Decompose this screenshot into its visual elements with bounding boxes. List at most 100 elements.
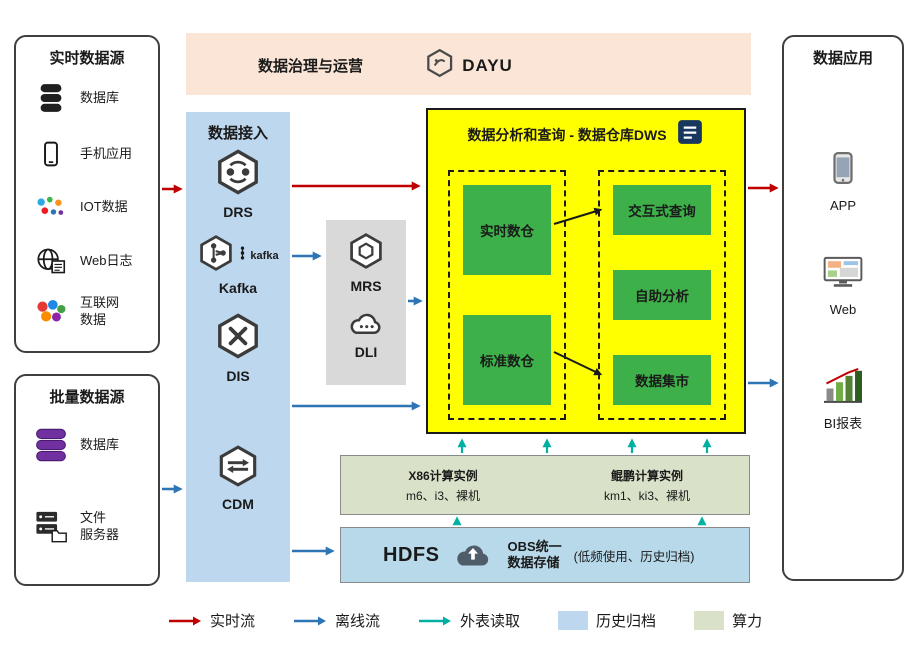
dws-title-row: 数据分析和查询 - 数据仓库DWS: [428, 117, 744, 152]
file-server-icon: [32, 510, 70, 543]
service-label: CDM: [222, 496, 254, 512]
dws-title: 数据分析和查询 - 数据仓库DWS: [467, 126, 667, 143]
obs-storage-label: OBS统一 数据存储: [507, 538, 562, 570]
list-item: 数据库: [32, 428, 119, 462]
bi-report-icon: [821, 367, 865, 410]
legend-label: 外表读取: [460, 613, 521, 630]
legend-item-external-read: 外表读取: [418, 610, 520, 631]
list-item: 互联网 数据: [32, 295, 119, 329]
legend-label: 实时流: [210, 613, 256, 630]
realtime-sources-panel: 实时数据源 数据库 手机应用 IOT数据 Web日志: [14, 35, 160, 353]
applications-title: 数据应用: [812, 50, 873, 67]
legend-label: 离线流: [335, 613, 381, 630]
obs-storage-note: (低频使用、历史归档): [573, 549, 695, 564]
service-kafka: kafka Kafka: [186, 234, 290, 296]
archive-swatch: [558, 611, 589, 630]
list-item: Web日志: [32, 247, 133, 275]
kafka-wordmark-text: kafka: [250, 249, 279, 262]
applications-panel: 数据应用 APP Web BI报表: [782, 35, 904, 581]
offline-flow-arrow-icon: [294, 616, 327, 625]
iot-icon: [32, 194, 70, 220]
item-label: 数据库: [80, 436, 120, 452]
compute-panel: X86计算实例 m6、i3、裸机 鲲鹏计算实例 km1、ki3、裸机: [340, 455, 750, 515]
analytics-group: 交互式查询 自助分析 数据集市: [598, 170, 726, 420]
compute-power-swatch: [694, 611, 725, 630]
service-drs: DRS: [186, 148, 290, 220]
item-label: 文件 服务器: [80, 510, 120, 542]
storage-panel: HDFS OBS统一 数据存储 (低频使用、历史归档): [340, 527, 750, 583]
warehouse-group: 实时数仓 标准数仓: [448, 170, 566, 420]
database-purple-icon: [32, 428, 70, 462]
dayu-logo: DAYU: [424, 48, 513, 83]
legend-item-realtime-flow: 实时流: [168, 610, 255, 631]
service-dli: DLI: [326, 308, 406, 360]
database-icon: [32, 83, 70, 113]
kunpeng-compute-group: 鲲鹏计算实例 km1、ki3、裸机: [545, 456, 749, 514]
governance-banner: 数据治理与运营 DAYU: [186, 33, 751, 95]
item-label: 数据库: [80, 89, 120, 105]
list-item: APP: [784, 149, 902, 215]
cdm-hexagon-icon: [216, 444, 260, 493]
dws-panel: 数据分析和查询 - 数据仓库DWS 实时数仓 标准数仓 交互式查询 自助分析 数…: [426, 108, 746, 434]
dayu-logo-text: DAYU: [462, 55, 513, 75]
list-item: Web: [784, 255, 902, 319]
app-phone-icon: [826, 149, 860, 192]
dis-hexagon-icon: [214, 312, 262, 365]
kunpeng-compute-title: 鲲鹏计算实例: [610, 468, 683, 483]
realtime-sources-title: 实时数据源: [49, 50, 125, 67]
ingestion-panel: 数据接入 DRS kafka Kafka DIS: [186, 112, 290, 582]
service-dis: DIS: [186, 312, 290, 384]
service-label: DIS: [226, 368, 250, 384]
service-label: MRS: [350, 278, 382, 294]
item-label: APP: [829, 198, 856, 213]
external-read-arrow-icon: [419, 616, 452, 625]
service-label: DLI: [354, 344, 378, 360]
item-label: BI报表: [823, 416, 863, 431]
list-item: IOT数据: [32, 194, 128, 220]
legend-label: 算力: [732, 613, 763, 630]
governance-title: 数据治理与运营: [258, 58, 364, 75]
hdfs-label: HDFS: [383, 543, 440, 566]
internet-data-icon: [32, 298, 70, 325]
x86-compute-group: X86计算实例 m6、i3、裸机: [341, 456, 545, 514]
web-log-icon: [32, 247, 70, 275]
ingestion-title: 数据接入: [207, 125, 268, 142]
processing-panel: MRS DLI: [326, 220, 406, 385]
item-label: IOT数据: [80, 198, 128, 214]
service-label: DRS: [223, 204, 253, 220]
batch-sources-title: 批量数据源: [49, 389, 125, 406]
item-label: Web: [829, 302, 857, 317]
obs-cloud-icon: [451, 538, 495, 573]
realtime-flow-arrow-icon: [169, 616, 201, 625]
kunpeng-compute-spec: km1、ki3、裸机: [603, 488, 690, 503]
item-label: Web日志: [80, 252, 133, 268]
kafka-hexagon-icon: [197, 234, 235, 277]
drs-hexagon-icon: [214, 148, 262, 201]
batch-sources-panel: 批量数据源 数据库 文件 服务器: [14, 374, 160, 586]
legend-item-compute-power: 算力: [694, 610, 762, 631]
list-item: 手机应用: [32, 140, 132, 168]
service-mrs: MRS: [326, 232, 406, 294]
service-label: Kafka: [218, 280, 258, 296]
legend-item-offline-flow: 离线流: [293, 610, 380, 631]
service-cdm: CDM: [186, 444, 290, 512]
item-label: 互联网 数据: [80, 295, 120, 327]
realtime-warehouse-box: 实时数仓: [463, 185, 551, 275]
mobile-phone-icon: [32, 140, 70, 168]
mrs-hexagon-icon: [347, 232, 385, 275]
legend-label: 历史归档: [596, 613, 657, 630]
legend: 实时流 离线流 外表读取 历史归档 算力: [168, 610, 762, 631]
list-item: 文件 服务器: [32, 510, 119, 544]
x86-compute-title: X86计算实例: [408, 468, 478, 483]
interactive-query-box: 交互式查询: [613, 185, 711, 235]
kafka-wordmark-icon: [238, 246, 247, 265]
item-label: 手机应用: [80, 145, 133, 161]
legend-item-archive: 历史归档: [558, 610, 656, 631]
list-item: 数据库: [32, 83, 119, 113]
list-item: BI报表: [784, 367, 902, 433]
data-mart-box: 数据集市: [613, 355, 711, 405]
standard-warehouse-box: 标准数仓: [463, 315, 551, 405]
self-service-analysis-box: 自助分析: [613, 270, 711, 320]
report-icon: [675, 117, 705, 152]
